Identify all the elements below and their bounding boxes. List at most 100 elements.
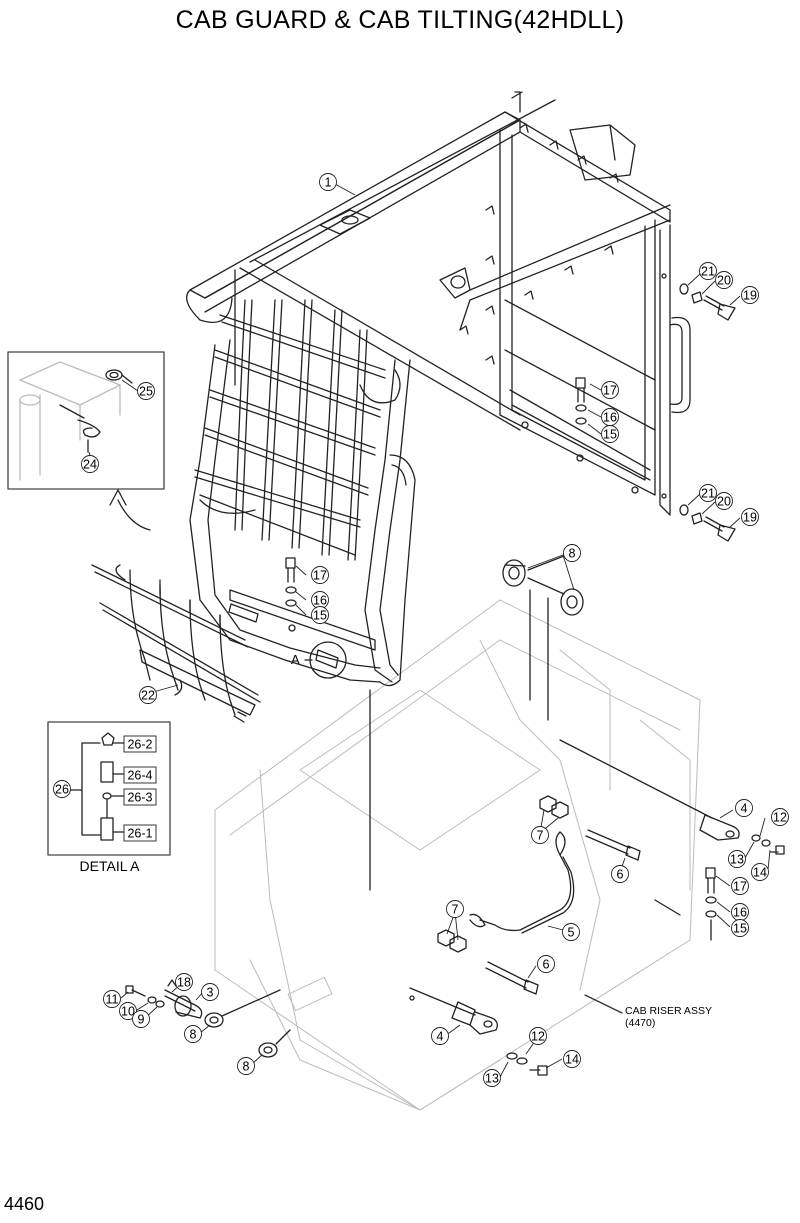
- callout-label: 20: [717, 274, 731, 288]
- detail-a-marker: A: [291, 652, 300, 667]
- cab-guard-frame: [186, 91, 691, 891]
- callout-label: 9: [138, 1013, 145, 1027]
- callout-c4b: 4: [431, 1027, 449, 1045]
- callout-c19b: 19: [741, 508, 759, 526]
- callout-label: 16: [733, 906, 747, 920]
- lower-grille-part-22: [91, 499, 261, 723]
- callout-c8b: 8: [184, 1025, 202, 1043]
- callout-c6b: 6: [537, 955, 555, 973]
- callout-c12b: 12: [529, 1027, 547, 1045]
- callout-label: 6: [617, 868, 624, 882]
- callout-label: 22: [141, 689, 155, 703]
- cab-riser-label: CAB RISER ASSY: [625, 1005, 712, 1017]
- callout-c19a: 19: [741, 286, 759, 304]
- detail-a-caption: DETAIL A: [79, 858, 140, 874]
- bolts-17-16-15-mid: [285, 557, 297, 607]
- callout-label: 8: [190, 1028, 197, 1042]
- callout-c12a: 12: [771, 808, 789, 826]
- callout-label: 6: [543, 958, 550, 972]
- inset-box-parts-24-25: [7, 351, 165, 531]
- callout-c7b: 7: [446, 900, 464, 918]
- callout-label: 8: [243, 1060, 250, 1074]
- callout-label: 19: [743, 289, 757, 303]
- callout-label: 15: [603, 428, 617, 442]
- callout-c14a: 14: [751, 863, 769, 881]
- callout-label: 17: [733, 880, 747, 894]
- callout-label: 8: [569, 547, 576, 561]
- callout-c7a: 7: [531, 826, 549, 844]
- callout-c3: 3: [201, 983, 219, 1001]
- callout-c16b: 16: [311, 591, 329, 609]
- callout-c26-4: 26-4: [123, 766, 157, 784]
- callout-c24: 24: [81, 455, 99, 473]
- mount-bolts-19-20-21: [679, 283, 736, 542]
- callout-c22: 22: [139, 686, 157, 704]
- callout-c15a: 15: [601, 425, 619, 443]
- callout-label: 14: [753, 866, 767, 880]
- callout-c25: 25: [137, 382, 155, 400]
- callout-label: 1: [325, 176, 332, 190]
- callout-label: 14: [565, 1053, 579, 1067]
- pivot-pin-4-lower: [409, 987, 548, 1076]
- callout-label: 21: [701, 265, 715, 279]
- callout-label: 21: [701, 487, 715, 501]
- callout-c14b: 14: [563, 1050, 581, 1068]
- callout-label: 3: [207, 986, 214, 1000]
- callout-label: 18: [177, 976, 191, 990]
- diagram-title: CAB GUARD & CAB TILTING(42HDLL): [175, 6, 625, 34]
- callout-label: 26: [55, 783, 69, 797]
- callout-label: 7: [537, 829, 544, 843]
- callout-label: 10: [121, 1005, 135, 1019]
- callout-c15b: 15: [311, 606, 329, 624]
- callout-c20a: 20: [715, 271, 733, 289]
- callout-label: 5: [568, 926, 575, 940]
- callout-c17b: 17: [311, 566, 329, 584]
- callout-c6a: 6: [611, 865, 629, 883]
- callout-c8c: 8: [237, 1057, 255, 1075]
- callout-label: 26-4: [127, 769, 152, 783]
- pivot-pin-4-upper: [559, 739, 785, 855]
- bushings-8-top: [502, 555, 584, 721]
- callout-c16c: 16: [731, 903, 749, 921]
- callout-label: 13: [730, 853, 744, 867]
- callout-c18: 18: [175, 973, 193, 991]
- bolt-6-upper: [585, 829, 641, 861]
- callout-c20b: 20: [715, 492, 733, 510]
- callout-c26-1: 26-1: [123, 824, 157, 842]
- callout-c11: 11: [103, 990, 121, 1008]
- callout-c17a: 17: [601, 381, 619, 399]
- callout-c26-2: 26-2: [123, 735, 157, 753]
- callout-label: 12: [531, 1030, 545, 1044]
- callout-label: 16: [313, 594, 327, 608]
- callout-c21b: 21: [699, 484, 717, 502]
- callout-c9: 9: [132, 1010, 150, 1028]
- callout-c15c: 15: [731, 919, 749, 937]
- callout-label: 11: [106, 993, 119, 1007]
- callout-label: 4: [437, 1030, 444, 1044]
- bolt-6-lower: [485, 961, 539, 995]
- callout-c21a: 21: [699, 262, 717, 280]
- callout-label: 19: [743, 511, 757, 525]
- pivot-hardware-left: [125, 979, 291, 1058]
- cab-riser-ref: (4470): [625, 1017, 656, 1029]
- callout-c13a: 13: [728, 850, 746, 868]
- callout-c5: 5: [562, 923, 580, 941]
- callout-label: 25: [139, 385, 153, 399]
- bolts-17-16-15-lower: [654, 867, 717, 941]
- callout-label: 20: [717, 495, 731, 509]
- callout-c13b: 13: [483, 1069, 501, 1087]
- callout-label: 26-2: [127, 738, 152, 752]
- callout-c10: 10: [119, 1002, 137, 1020]
- callout-c8a: 8: [563, 544, 581, 562]
- cab-riser-outline: [214, 599, 701, 1111]
- tilt-cable-5: [437, 795, 575, 953]
- callout-c17c: 17: [731, 877, 749, 895]
- callout-c26: 26: [53, 780, 71, 798]
- callout-label: 16: [603, 411, 617, 425]
- callout-c4a: 4: [735, 799, 753, 817]
- callout-label: 7: [452, 903, 459, 917]
- callout-label: 24: [83, 458, 97, 472]
- callout-label: 26-3: [127, 791, 152, 805]
- callout-c16a: 16: [601, 408, 619, 426]
- callout-label: 12: [773, 811, 787, 825]
